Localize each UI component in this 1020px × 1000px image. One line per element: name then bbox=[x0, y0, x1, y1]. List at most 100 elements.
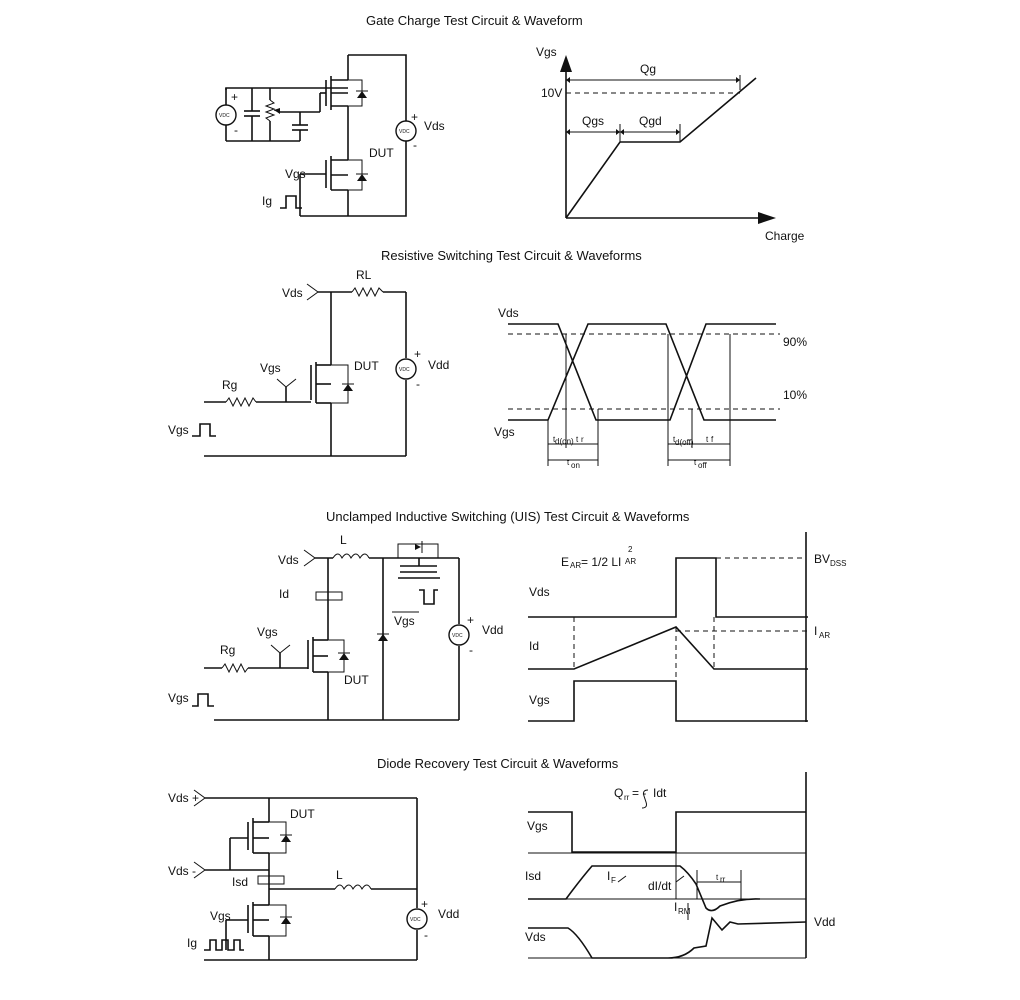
uis-l-label: L bbox=[340, 533, 347, 547]
uis-dut-label: DUT bbox=[344, 673, 369, 687]
resistive-plus: + bbox=[414, 347, 421, 361]
gate-charge-waveform bbox=[560, 55, 776, 224]
resistive-vdc-label: VDC bbox=[399, 367, 410, 373]
diode-vds-plus-label: Vds + bbox=[168, 791, 199, 805]
tf-t: t bbox=[706, 435, 709, 444]
ton-t: t bbox=[567, 458, 570, 467]
gate-charge-ig-label: Ig bbox=[262, 194, 272, 208]
uis-title: Unclamped Inductive Switching (UIS) Test… bbox=[326, 509, 690, 524]
gate-charge-minus: - bbox=[234, 123, 238, 137]
diode-trr-t: t bbox=[716, 873, 719, 882]
uis-energy-e: E bbox=[561, 555, 569, 569]
td-off-sub: d(off) bbox=[675, 438, 694, 447]
diode-qrr-q: Q bbox=[614, 786, 623, 800]
uis-plus: + bbox=[467, 613, 474, 627]
diode-didt-label: dI/dt bbox=[648, 879, 672, 893]
gate-charge-vgs-axis: Vgs bbox=[536, 45, 557, 59]
diode-plus: + bbox=[421, 897, 428, 911]
td-on-t: t bbox=[553, 435, 556, 444]
resistive-wave-vds-label: Vds bbox=[498, 306, 519, 320]
diode-minus: - bbox=[424, 928, 428, 942]
uis-iar-sub: AR bbox=[819, 631, 830, 640]
resistive-switching-title: Resistive Switching Test Circuit & Wavef… bbox=[381, 248, 642, 263]
uis-energy-sub2: AR bbox=[625, 557, 636, 566]
diode-circuit bbox=[193, 789, 428, 961]
toff-sub: off bbox=[698, 461, 708, 470]
resistive-10-label: 10% bbox=[783, 388, 807, 402]
diode-vdd-label: Vdd bbox=[438, 907, 459, 921]
resistive-waveform bbox=[508, 323, 780, 466]
resistive-vdd-label: Vdd bbox=[428, 358, 449, 372]
uis-bv-label: BV bbox=[814, 552, 830, 566]
uis-iar-label: I bbox=[814, 624, 817, 638]
diode-irm-sub: RM bbox=[678, 907, 691, 916]
td-on-sub: d(on) bbox=[555, 437, 574, 446]
gate-charge-qg-label: Qg bbox=[640, 62, 656, 76]
gate-charge-vds-label: Vds bbox=[424, 119, 445, 133]
gate-charge-vds-minus: - bbox=[413, 138, 417, 152]
uis-wave-vds: Vds bbox=[529, 585, 550, 599]
uis-wave-vgs: Vgs bbox=[529, 693, 550, 707]
diode-ig-label: Ig bbox=[187, 936, 197, 950]
uis-vgs-top-label: Vgs bbox=[257, 625, 278, 639]
gate-charge-charge-axis: Charge bbox=[765, 229, 805, 243]
gate-charge-qgs-label: Qgs bbox=[582, 114, 604, 128]
uis-rg-label: Rg bbox=[220, 643, 235, 657]
ton-sub: on bbox=[571, 461, 580, 470]
uis-circuit bbox=[192, 541, 470, 721]
diode-vds-minus-label: Vds - bbox=[168, 864, 196, 878]
uis-id-label: Id bbox=[279, 587, 289, 601]
gate-charge-dut-label: DUT bbox=[369, 146, 394, 160]
gate-charge-vgs-label: Vgs bbox=[285, 167, 306, 181]
tr-sub: r bbox=[581, 435, 584, 444]
gate-charge-vds-plus: + bbox=[411, 110, 418, 124]
resistive-vgs-pulse-label: Vgs bbox=[168, 423, 189, 437]
diode-vdc-label: VDC bbox=[410, 917, 421, 923]
gate-charge-plus: + bbox=[231, 90, 238, 104]
diode-qrr-sub: rr bbox=[624, 793, 630, 802]
gate-charge-title: Gate Charge Test Circuit & Waveform bbox=[366, 13, 583, 28]
gate-charge-10v-label: 10V bbox=[541, 86, 562, 100]
resistive-vds-label: Vds bbox=[282, 286, 303, 300]
tr-t: t bbox=[576, 435, 579, 444]
resistive-dut-label: DUT bbox=[354, 359, 379, 373]
diode-waveform bbox=[528, 772, 807, 959]
diode-recovery-title: Diode Recovery Test Circuit & Waveforms bbox=[377, 756, 619, 771]
uis-energy-eq: = 1/2 LI bbox=[581, 555, 621, 569]
diode-qrr-int: Idt bbox=[653, 786, 667, 800]
uis-vgs-pulse-label: Vgs bbox=[168, 691, 189, 705]
resistive-wave-vgs-label: Vgs bbox=[494, 425, 515, 439]
uis-vdc-label: VDC bbox=[452, 633, 463, 639]
resistive-minus: - bbox=[416, 377, 420, 391]
diode-if-sub: F bbox=[611, 876, 616, 885]
resistive-circuit bbox=[192, 283, 417, 457]
diode-isd-label: Isd bbox=[232, 875, 248, 889]
resistive-90-label: 90% bbox=[783, 335, 807, 349]
uis-vds-label: Vds bbox=[278, 553, 299, 567]
uis-waveform bbox=[528, 532, 808, 722]
uis-minus: - bbox=[469, 643, 473, 657]
diode-if-label: I bbox=[607, 869, 610, 883]
toff-t: t bbox=[694, 458, 697, 467]
diode-wave-vgs: Vgs bbox=[527, 819, 548, 833]
diode-wave-vdd: Vdd bbox=[814, 915, 835, 929]
uis-bv-sub: DSS bbox=[830, 559, 846, 568]
diode-vgs-label: Vgs bbox=[210, 909, 231, 923]
diode-qrr-eq: = - bbox=[632, 786, 646, 800]
gate-charge-circuit bbox=[215, 54, 417, 217]
gate-charge-vdc-label: VDC bbox=[219, 113, 230, 119]
uis-vgs-bar-label: Vgs bbox=[394, 614, 415, 628]
resistive-rl-label: RL bbox=[356, 268, 372, 282]
resistive-vgs-top-label: Vgs bbox=[260, 361, 281, 375]
diode-wave-isd: Isd bbox=[525, 869, 541, 883]
diode-l-label: L bbox=[336, 868, 343, 882]
uis-energy-sup: 2 bbox=[628, 545, 633, 554]
td-off-t: t bbox=[673, 435, 676, 444]
tf-sub: f bbox=[711, 435, 714, 444]
diode-wave-vds: Vds bbox=[525, 930, 546, 944]
uis-energy-sub: AR bbox=[570, 561, 581, 570]
diode-trr-sub: rr bbox=[720, 875, 726, 884]
resistive-rg-label: Rg bbox=[222, 378, 237, 392]
gate-charge-vds-vdc-label: VDC bbox=[399, 129, 410, 135]
